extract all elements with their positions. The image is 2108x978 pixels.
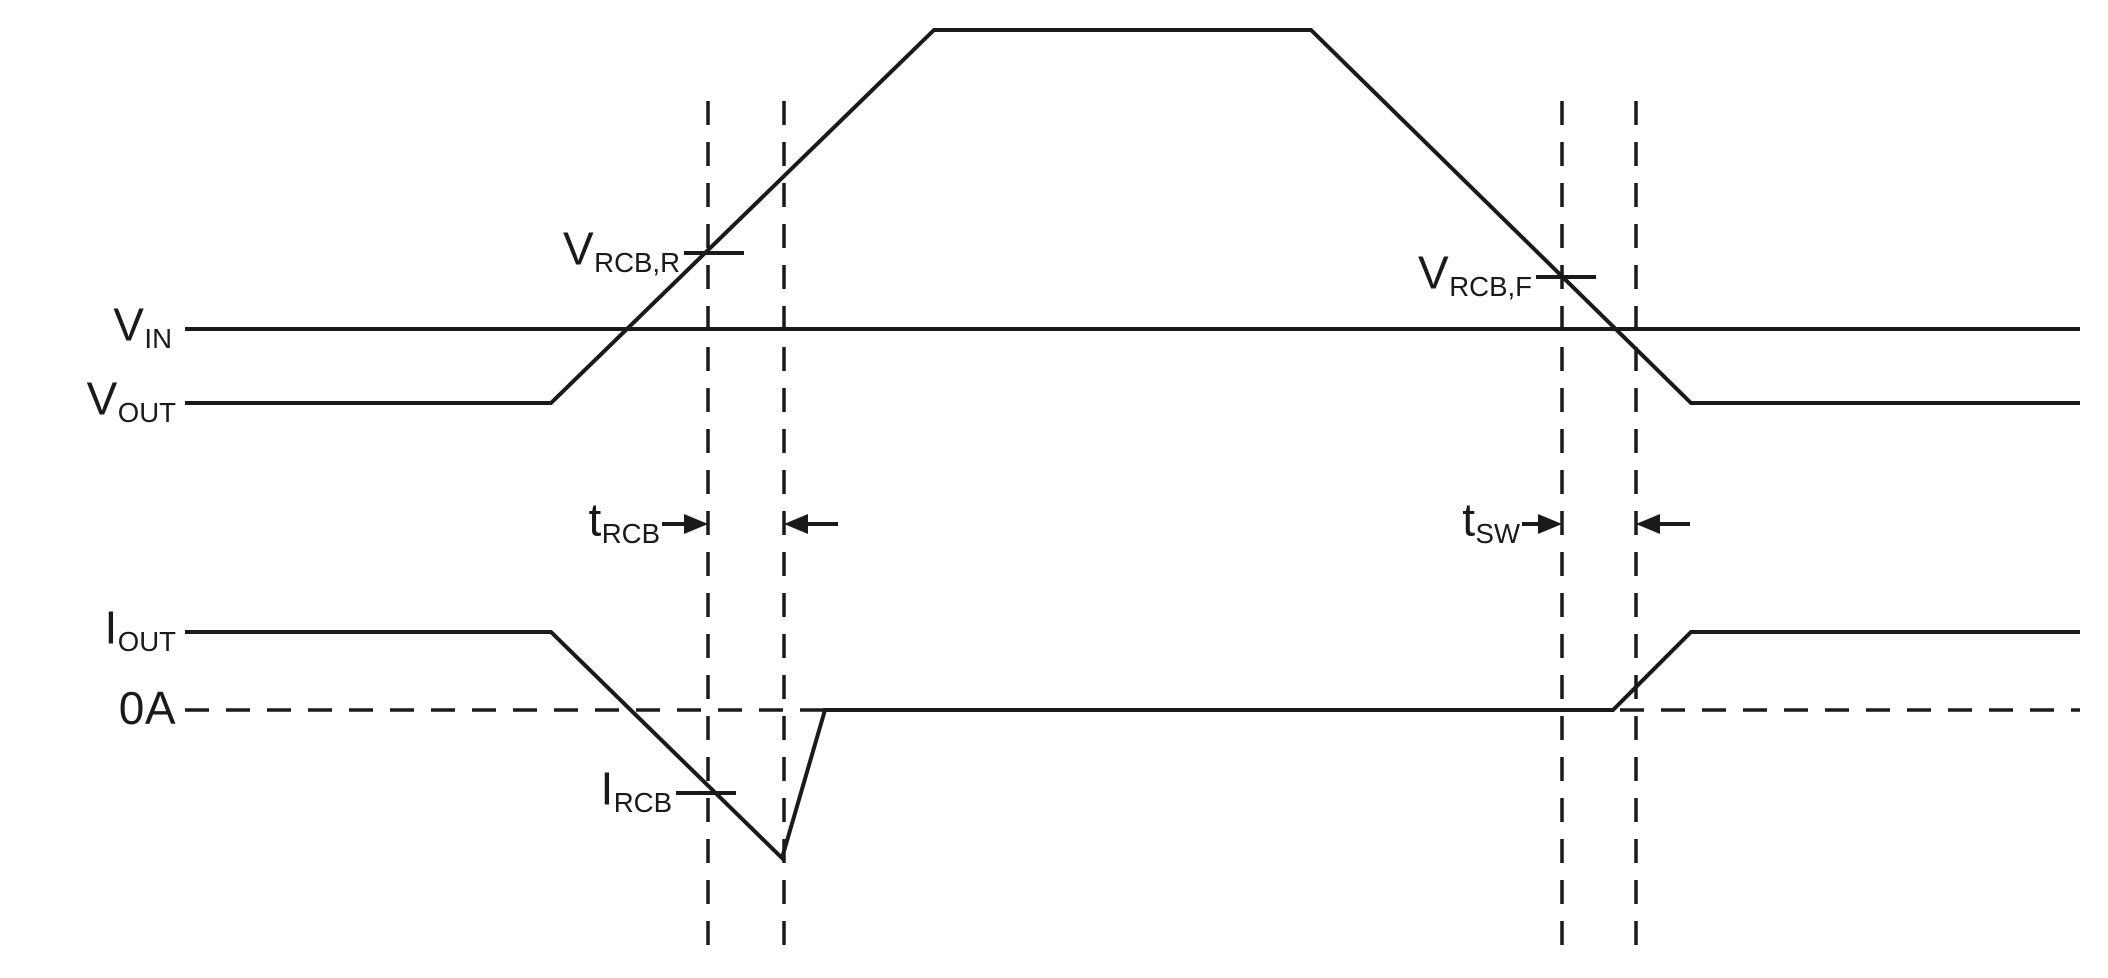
zero-amp-label: 0A: [119, 685, 176, 731]
trcb-label-base: t: [588, 493, 602, 546]
trcb-arrowhead-right: [684, 514, 708, 534]
vin-label-sub: IN: [144, 323, 172, 355]
tsw-label: tSW: [1462, 496, 1520, 547]
vin-label: VIN: [113, 301, 172, 352]
iout-label: IOUT: [104, 604, 176, 655]
trcb-arrowhead-left: [784, 514, 808, 534]
vrcbr-label-sub: RCB,R: [594, 247, 680, 279]
tsw-label-sub: SW: [1475, 518, 1520, 550]
trcb-label: tRCB: [588, 496, 660, 547]
vrcbf-label-base: V: [1418, 246, 1450, 299]
vout-label-base: V: [86, 372, 118, 425]
tsw-arrowhead-left: [1636, 514, 1660, 534]
vin-label-base: V: [113, 298, 145, 351]
vout-label-sub: OUT: [117, 397, 176, 429]
vrcbf-label-sub: RCB,F: [1449, 271, 1532, 303]
ircb-label: IRCB: [600, 765, 672, 816]
vout-label: VOUT: [87, 375, 176, 426]
ircb-label-sub: RCB: [613, 787, 672, 819]
tsw-arrowhead-right: [1538, 514, 1562, 534]
iout-waveform: [185, 630, 2080, 862]
zero-amp-label-text: 0A: [118, 682, 176, 735]
trcb-label-sub: RCB: [601, 518, 660, 550]
iout-label-sub: OUT: [117, 626, 176, 658]
ircb-label-base: I: [600, 762, 614, 815]
iout-label-base: I: [104, 601, 118, 654]
tsw-label-base: t: [1462, 493, 1476, 546]
vrcbr-label: VRCB,R: [563, 225, 680, 276]
vrcbf-label: VRCB,F: [1418, 249, 1532, 300]
vrcbr-label-base: V: [562, 222, 595, 275]
vout-waveform: [185, 28, 2080, 405]
